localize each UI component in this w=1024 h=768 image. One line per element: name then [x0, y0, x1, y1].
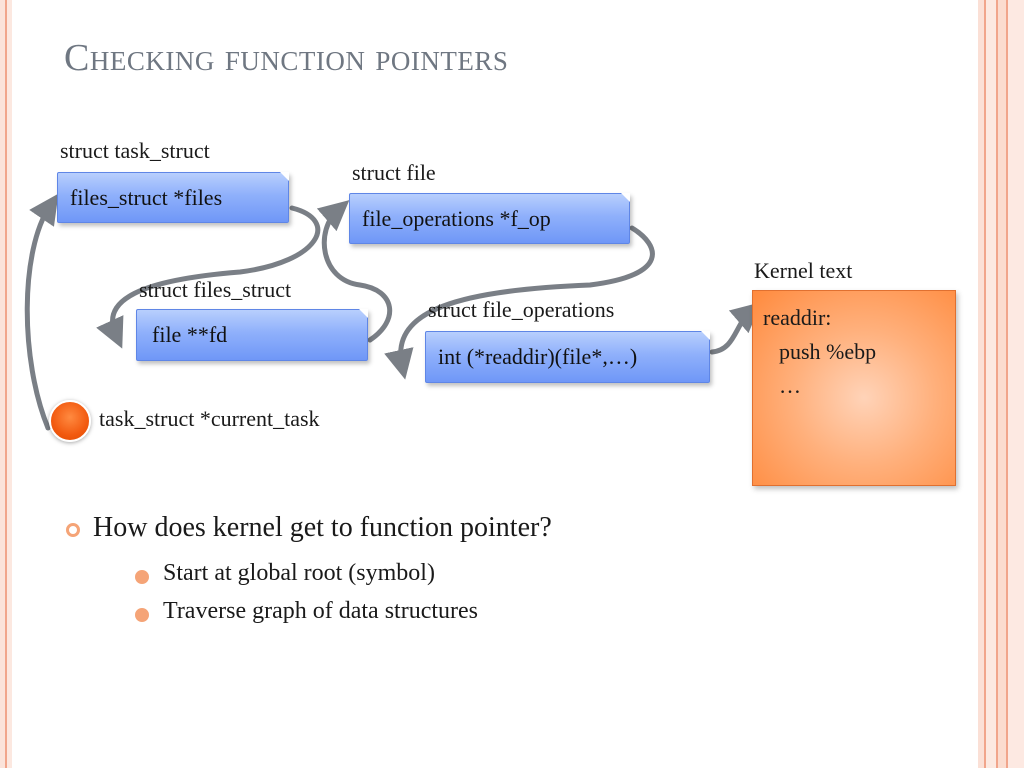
- sub-bullet-text: Traverse graph of data structures: [163, 598, 479, 624]
- kernel-line-label: readdir:: [763, 305, 832, 330]
- box-corner: [280, 172, 289, 181]
- files-struct-label: struct files_struct: [139, 277, 292, 302]
- files-struct-fd-text: file **fd: [152, 322, 228, 347]
- box-corner: [621, 193, 630, 202]
- file-f-op-text: file_operations *f_op: [362, 205, 551, 231]
- sub-bullet-dot-marker: [135, 570, 149, 584]
- kernel-text-label: Kernel text: [754, 258, 853, 283]
- bullet-list: How does kernel get to function pointer?…: [64, 508, 552, 630]
- bullet-ring-marker: [66, 523, 80, 537]
- sub-bullet-text: Start at global root (symbol): [163, 560, 435, 586]
- sub-bullet-item: Traverse graph of data structures: [93, 592, 552, 630]
- task-struct-files-text: files_struct *files: [70, 184, 223, 210]
- left-border-decoration: [0, 0, 12, 768]
- arrow-readdir-to-kernel: [709, 302, 762, 355]
- arrow-fd-to-f-op: [316, 200, 393, 343]
- right-stripes-decoration: [978, 0, 1024, 768]
- arrow-f-op-to-readdir: [384, 225, 655, 380]
- file-struct-label: struct file: [352, 160, 436, 185]
- box-corner: [359, 309, 368, 318]
- sub-bullet-item: Start at global root (symbol): [93, 554, 552, 592]
- global-root-label: task_struct *current_task: [99, 406, 320, 431]
- box-corner: [701, 331, 710, 340]
- bullet-item: How does kernel get to function pointer?…: [64, 508, 552, 630]
- kernel-line-instruction: push %ebp: [779, 339, 877, 364]
- kernel-line-ellipsis: …: [779, 373, 801, 398]
- slide-title: Checking function pointers: [64, 37, 509, 79]
- sub-bullet-dot-marker: [135, 608, 149, 622]
- arrow-root-to-task-struct: [24, 193, 59, 431]
- task-struct-files-field: files_struct *files: [57, 172, 289, 223]
- files-struct-fd-field: file **fd: [136, 309, 368, 361]
- task-struct-label: struct task_struct: [60, 138, 210, 163]
- bullet-text: How does kernel get to function pointer?: [93, 512, 552, 543]
- file-f-op-field: file_operations *f_op: [349, 193, 630, 244]
- kernel-text-box: readdir: push %ebp …: [752, 290, 956, 486]
- global-root-dot: [49, 400, 91, 442]
- file-operations-readdir-field: int (*readdir)(file*,…): [425, 331, 710, 383]
- file-operations-readdir-text: int (*readdir)(file*,…): [438, 344, 638, 369]
- file-operations-label: struct file_operations: [428, 297, 615, 322]
- sub-bullet-list: Start at global root (symbol) Traverse g…: [93, 554, 552, 630]
